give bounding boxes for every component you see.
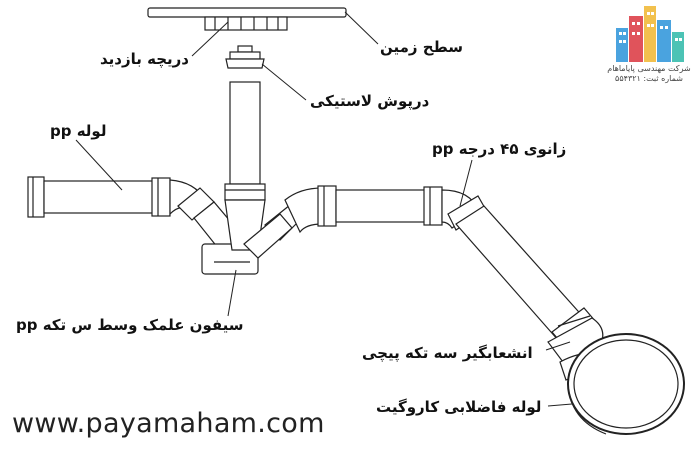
logo-company: شرکت مهندسی پایاماهام	[607, 64, 691, 73]
vertical-riser	[224, 81, 266, 201]
leader-siphon	[227, 269, 237, 317]
leader-rubber-cap	[261, 63, 307, 101]
company-logo	[616, 6, 684, 62]
logo-text: شرکت مهندسی پایاماهام شماره ثبت: ۵۵۴۳۲۱	[602, 64, 696, 84]
leader-sewer	[547, 403, 573, 407]
leader-access-door	[191, 21, 229, 57]
corrugated-sewer-pipe	[567, 333, 685, 435]
elbow-45	[441, 189, 487, 231]
pp-pipe-left	[27, 176, 206, 218]
label-elbow-45: زانوی ۴۵ درجه pp	[432, 140, 567, 158]
label-pp-pipe: لوله pp	[50, 122, 107, 140]
siphon-body	[177, 187, 303, 275]
label-access-door: دریچه بازدید	[100, 50, 189, 68]
label-siphon: سیفون علمک وسط س تکه pp	[16, 316, 244, 334]
leader-floor	[344, 11, 379, 45]
floor-plate	[147, 7, 347, 31]
pp-pipe-right	[284, 185, 443, 234]
website-url: www.payamaham.com	[12, 408, 325, 439]
label-rubber-cap: درپوش لاستیکی	[310, 92, 430, 110]
logo-registration: شماره ثبت: ۵۵۴۳۲۱	[615, 74, 683, 83]
leader-branch	[545, 341, 571, 351]
leader-pp-pipe	[75, 139, 123, 191]
diagonal-pipe	[455, 205, 597, 347]
label-floor: سطح زمین	[380, 38, 463, 56]
rubber-cap	[225, 45, 265, 69]
label-branch: انشعابگیر سه تکه پیچی	[362, 344, 533, 362]
label-sewer-pipe: لوله فاضلابی کاروگیت	[376, 398, 542, 416]
leader-elbow	[459, 159, 473, 207]
